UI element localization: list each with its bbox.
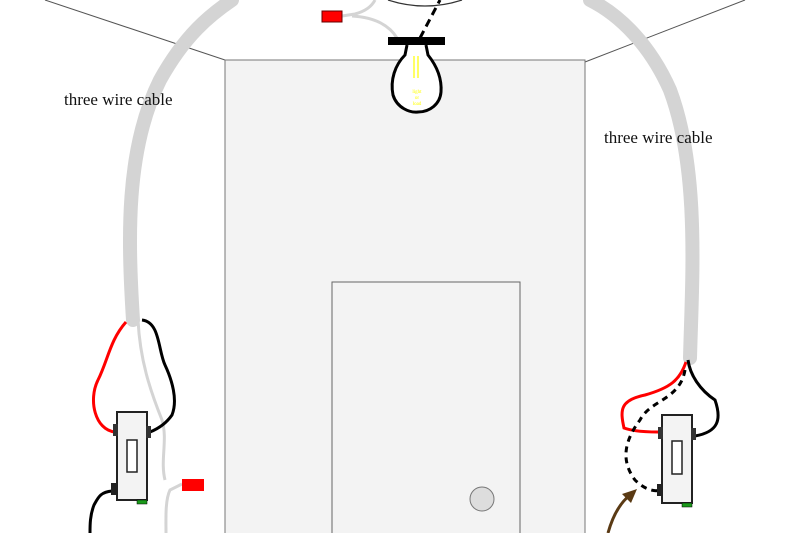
neutral-to-light-2 (351, 14, 399, 39)
switched-wire-to-light (418, 0, 442, 39)
bulb-filament (413, 56, 419, 78)
right-red-wire (620, 361, 688, 434)
arrow-head-icon (622, 489, 637, 503)
right-switch-screw (658, 427, 663, 439)
right-ground-screw (681, 502, 693, 508)
ceiling-edge-left (44, 0, 226, 61)
left-switch-screw (146, 426, 151, 438)
left-neutral-wire-2 (164, 482, 183, 533)
bulb-label-3: load (413, 102, 422, 107)
left-switch-common-screw (111, 483, 117, 495)
light-bulb (390, 44, 443, 114)
left-wire-nut (182, 479, 204, 491)
ceiling-box (387, 0, 463, 7)
neutral-to-light (341, 0, 377, 18)
left-switch-toggle[interactable] (126, 439, 138, 473)
door-knob (469, 486, 495, 512)
left-cable-label: three wire cable (64, 90, 173, 109)
bulb-label-1: light (412, 90, 422, 95)
right-switch-toggle[interactable] (671, 440, 683, 475)
left-ground-screw (136, 499, 148, 505)
wire-nut (321, 10, 343, 23)
arrow-line (606, 493, 631, 533)
right-three-wire-cable (583, 0, 700, 365)
right-switch-common-screw (657, 484, 663, 496)
left-line-wire (88, 489, 113, 533)
right-switch-screw (691, 428, 696, 440)
ceiling-edge-right (584, 0, 746, 63)
left-three-wire-cable (122, 0, 239, 327)
left-neutral-wire (136, 319, 167, 481)
light-fixture-base (388, 37, 445, 45)
right-cable-label: three wire cable (604, 128, 713, 147)
bulb-label-2: or (415, 96, 420, 101)
left-red-wire (92, 321, 128, 434)
left-switch-screw (113, 424, 118, 436)
right-black-wire (686, 359, 720, 438)
left-black-wire (141, 318, 176, 434)
right-traveler-dashed-wire (624, 369, 687, 493)
